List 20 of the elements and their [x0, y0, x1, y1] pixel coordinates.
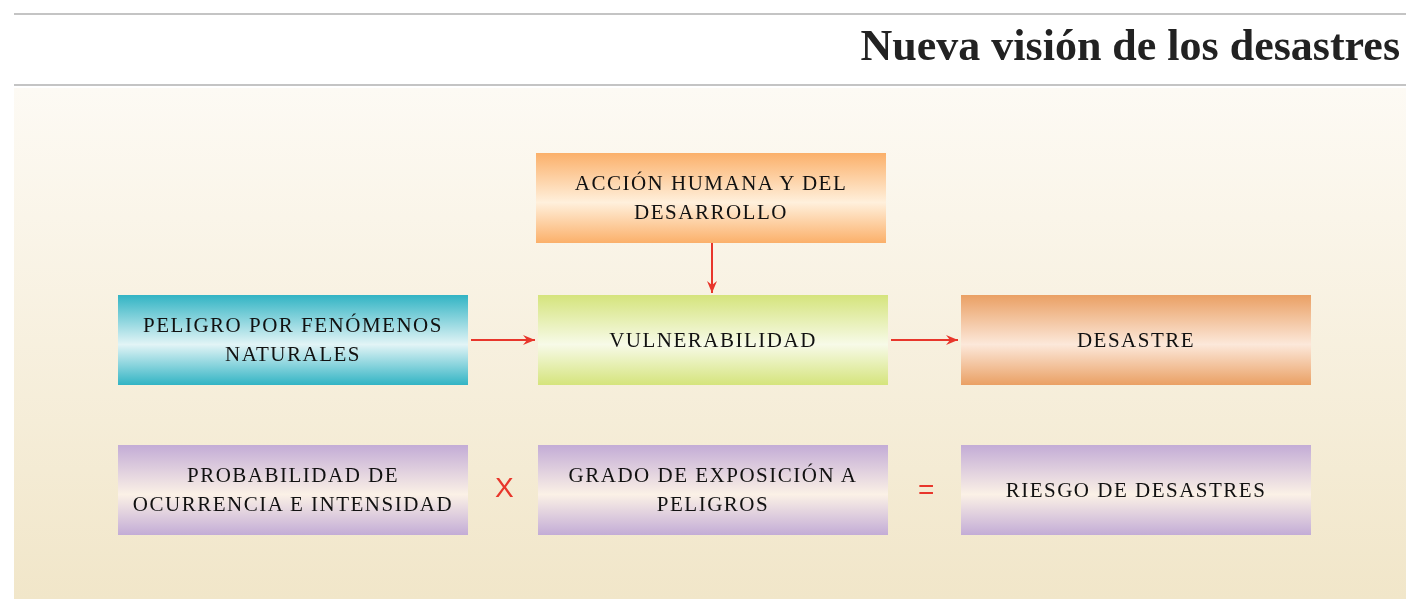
operator-sign: =: [918, 474, 935, 506]
process-box: [538, 445, 888, 535]
arrow: [890, 335, 959, 345]
operator-sign: X: [495, 472, 514, 504]
process-box: [961, 295, 1311, 385]
process-box: [961, 445, 1311, 535]
box-label: DESASTRE: [1076, 326, 1196, 354]
box-label: RIESGO DE DESASTRES: [1005, 476, 1267, 504]
process-box: [118, 445, 468, 535]
box-label: VULNERABILIDAD: [609, 326, 817, 354]
box-label: GRADO DE EXPOSICIÓN A PELIGROS: [567, 462, 859, 518]
box-label: ACCIÓN HUMANA Y DEL DESARROLLO: [573, 170, 849, 226]
box-label: PROBABILIDAD DE OCURRENCIA E INTENSIDAD: [131, 462, 455, 518]
process-box: [536, 153, 886, 243]
box-label: PELIGRO POR FENÓMENOS NATURALES: [142, 312, 444, 368]
arrow: [707, 242, 717, 294]
arrow: [470, 335, 536, 345]
process-box: [118, 295, 468, 385]
process-box: [538, 295, 888, 385]
title: Nueva visión de los desastres: [860, 20, 1400, 71]
